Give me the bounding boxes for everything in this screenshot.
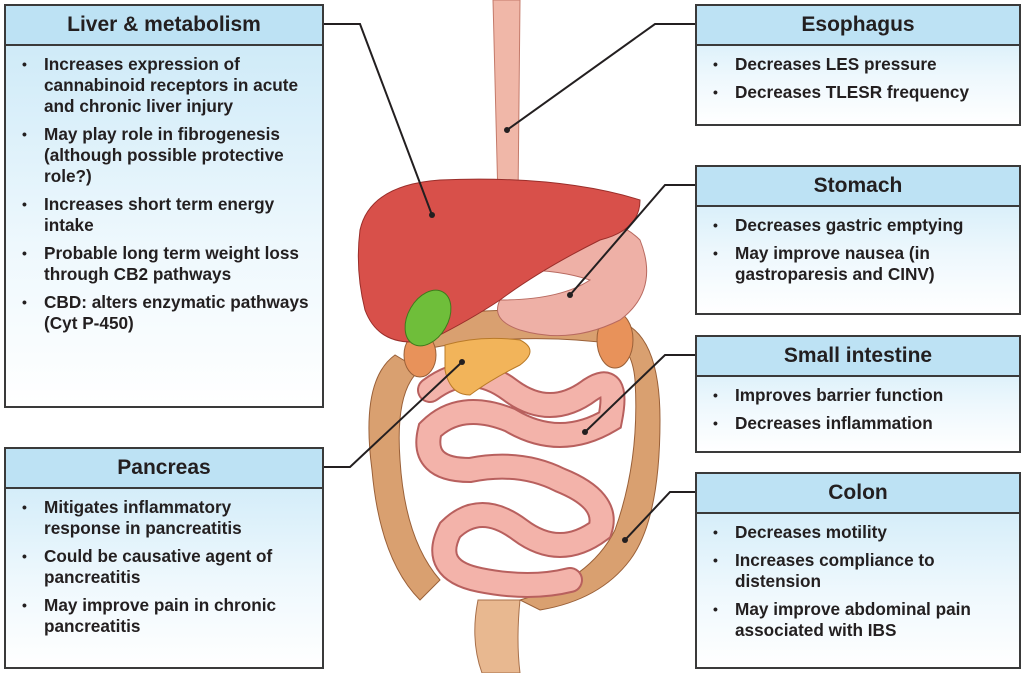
leader-lines	[323, 23, 695, 541]
stomach-leader-line	[569, 184, 695, 296]
box-title: Liver & metabolism	[6, 6, 322, 46]
list-item: May play role in fibrogenesis (although …	[20, 124, 312, 187]
list-item: Probable long term weight loss through C…	[20, 243, 312, 285]
bullet-list: Decreases LES pressure Decreases TLESR f…	[697, 46, 1019, 103]
bullet-list: Mitigates inflammatory response in pancr…	[6, 489, 322, 637]
list-item: Increases short term energy intake	[20, 194, 312, 236]
box-title: Colon	[697, 474, 1019, 514]
list-item: Increases compliance to distension	[711, 550, 1009, 592]
list-item: Decreases gastric emptying	[711, 215, 1009, 236]
box-title: Esophagus	[697, 6, 1019, 46]
esophagus-box: Esophagus Decreases LES pressure Decreas…	[695, 4, 1021, 126]
box-title: Pancreas	[6, 449, 322, 489]
pancreas-leader-line	[323, 361, 463, 468]
list-item: May improve nausea (in gastroparesis and…	[711, 243, 1009, 285]
liver-metabolism-box: Liver & metabolism Increases expression …	[4, 4, 324, 408]
list-item: Decreases LES pressure	[711, 54, 1009, 75]
small-intestine-box: Small intestine Improves barrier functio…	[695, 335, 1021, 453]
list-item: CBD: alters enzymatic pathways (Cyt P-45…	[20, 292, 312, 334]
list-item: May improve pain in chronic pancreatitis	[20, 595, 312, 637]
list-item: Improves barrier function	[711, 385, 1009, 406]
bullet-list: Improves barrier function Decreases infl…	[697, 377, 1019, 434]
list-item: Decreases inflammation	[711, 413, 1009, 434]
list-item: Mitigates inflammatory response in pancr…	[20, 497, 312, 539]
pancreas	[444, 337, 531, 396]
bullet-list: Increases expression of cannabinoid rece…	[6, 46, 322, 334]
liver-leader-line	[323, 23, 433, 216]
leader-dots	[429, 127, 628, 543]
stomach-box: Stomach Decreases gastric emptying May i…	[695, 165, 1021, 315]
list-item: Decreases motility	[711, 522, 1009, 543]
small-intestine	[415, 362, 626, 598]
box-title: Small intestine	[697, 337, 1019, 377]
esophagus	[492, 0, 521, 201]
pancreas-box: Pancreas Mitigates inflammatory response…	[4, 447, 324, 669]
list-item: Could be causative agent of pancreatitis	[20, 546, 312, 588]
list-item: May improve abdominal pain associated wi…	[711, 599, 1009, 641]
bullet-list: Decreases motility Increases compliance …	[697, 514, 1019, 641]
colon-box: Colon Decreases motility Increases compl…	[695, 472, 1021, 669]
esophagus-leader-line	[506, 23, 695, 131]
list-item: Decreases TLESR frequency	[711, 82, 1009, 103]
gallbladder	[404, 289, 452, 347]
box-title: Stomach	[697, 167, 1019, 207]
colon-leader-line	[624, 491, 695, 541]
rectum	[474, 599, 521, 673]
list-item: Increases expression of cannabinoid rece…	[20, 54, 312, 117]
small-intestine-leader-line	[584, 354, 695, 433]
bullet-list: Decreases gastric emptying May improve n…	[697, 207, 1019, 285]
